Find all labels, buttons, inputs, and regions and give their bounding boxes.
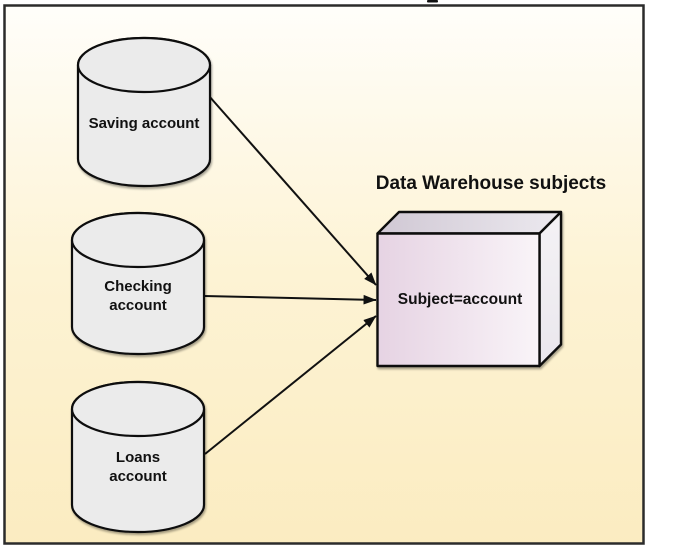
diagram-title: Data Warehouse subjects <box>376 173 607 194</box>
arrow-checking-to-subject <box>203 294 377 305</box>
cylinder-top <box>70 211 206 269</box>
warehouse-box <box>376 210 563 368</box>
warehouse-box-label: Subject=account <box>398 291 522 308</box>
cylinder-top <box>76 36 212 94</box>
cylinder-checking-account <box>70 211 206 356</box>
box-right-face <box>538 210 563 368</box>
cylinder-checking-label-line2: account <box>109 297 167 314</box>
cylinder-checking-label-line1: Checking <box>104 278 172 295</box>
cylinder-saving-account <box>76 36 212 188</box>
cylinder-loans-label-line1: Loans <box>116 449 160 466</box>
cylinder-loans-label-line2: account <box>109 468 167 485</box>
box-front-face <box>376 232 541 368</box>
box-top-face <box>376 210 563 235</box>
cylinder-top <box>70 380 206 438</box>
arrow-loans-to-subject <box>204 315 377 455</box>
cylinder-loans-account <box>70 380 206 534</box>
connections <box>203 95 377 455</box>
arrow-saving-to-subject <box>208 95 377 286</box>
cylinder-saving-label: Saving account <box>89 115 200 132</box>
cropped-text-artifact <box>427 0 438 3</box>
